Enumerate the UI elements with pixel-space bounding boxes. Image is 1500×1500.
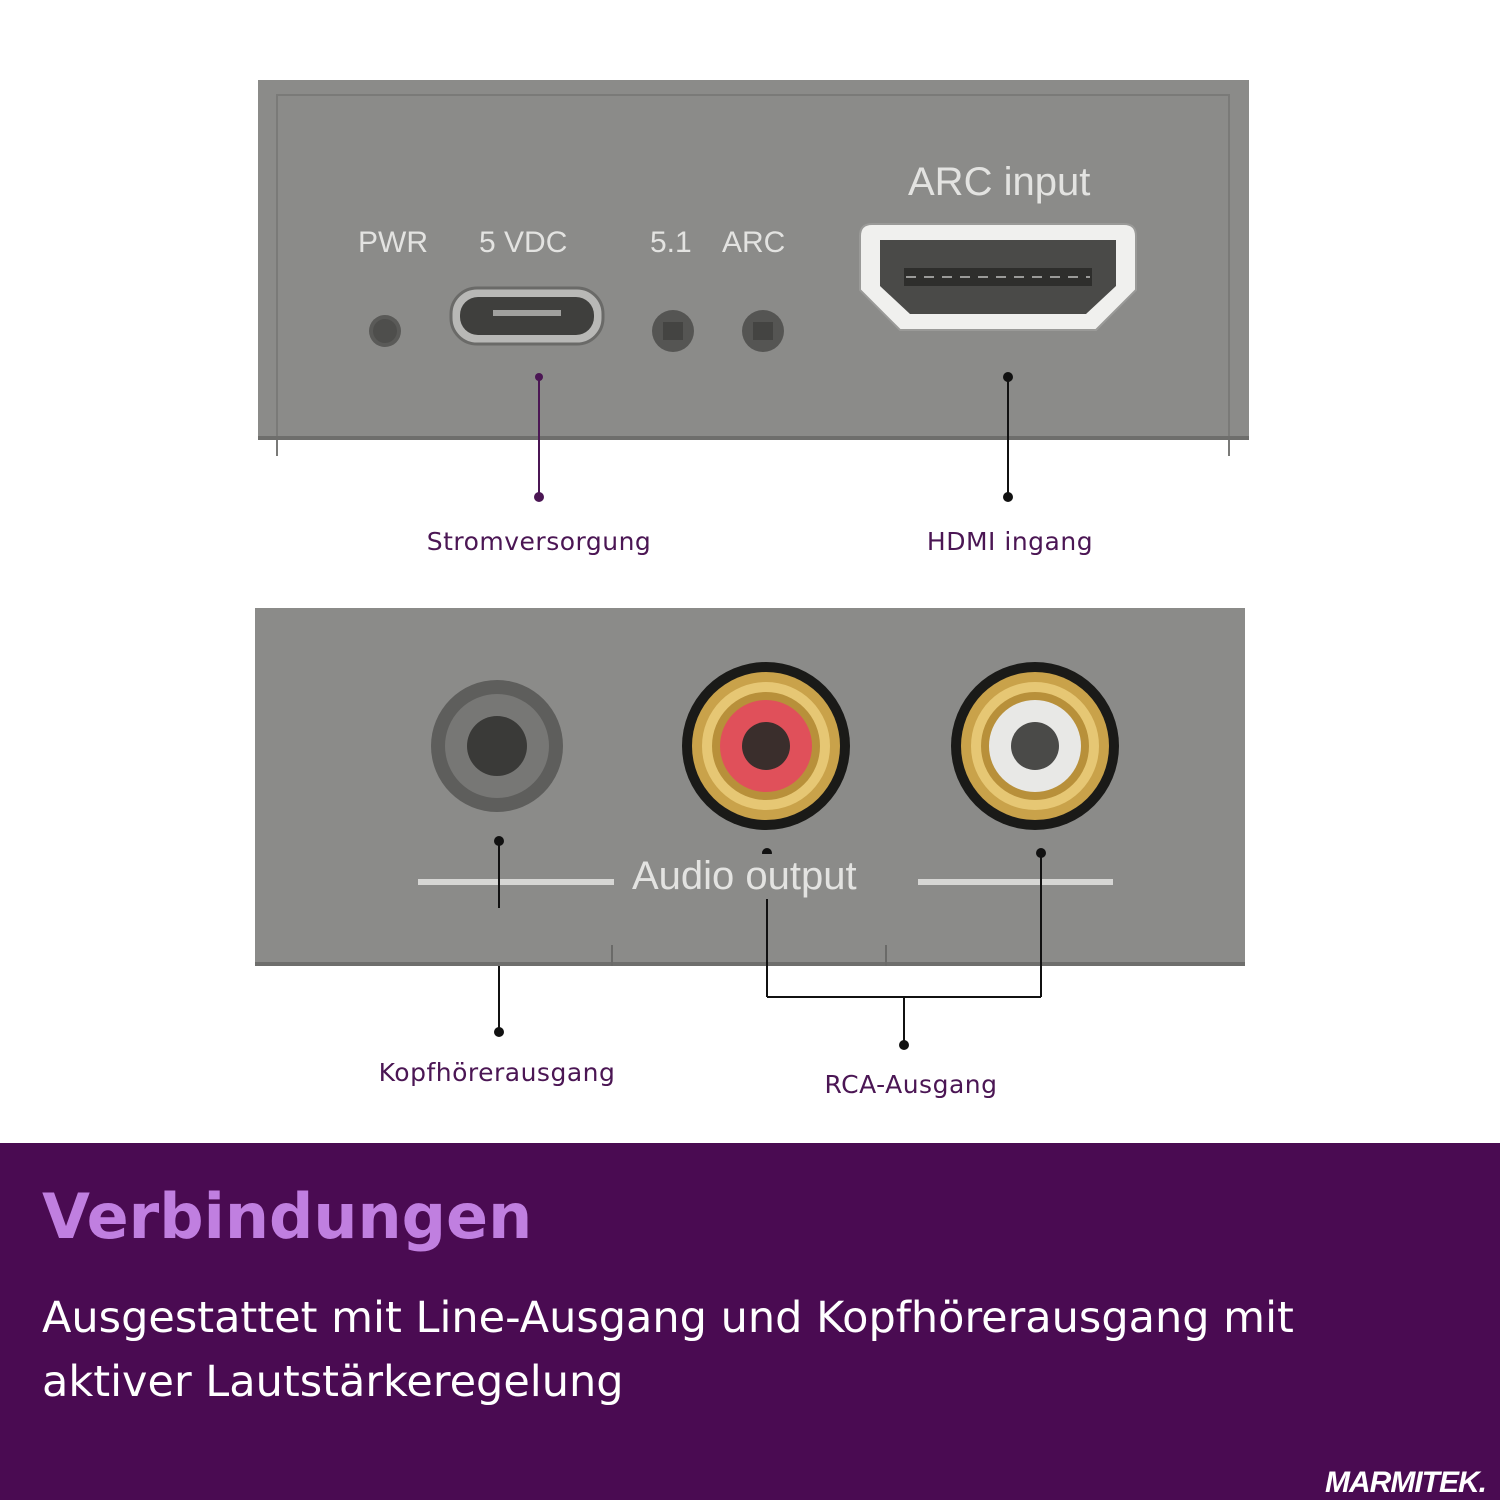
brand-logo: MARMITEK.: [1325, 1466, 1487, 1499]
vdc-label: 5 VDC: [479, 226, 568, 259]
info-banner: [0, 1143, 1500, 1500]
callout-hdmi-label: HDMI ingang: [926, 527, 1094, 556]
callout-rca-label: RCA-Ausgang: [824, 1070, 998, 1099]
pwr-led: [369, 315, 401, 347]
callout-line-power: [534, 373, 544, 502]
rca-red-jack: [682, 662, 850, 830]
arc-led: [742, 310, 784, 352]
headphone-jack: [431, 680, 563, 812]
ch51-label: 5.1: [650, 226, 692, 259]
pwr-label: PWR: [358, 226, 428, 259]
callout-power-label: Stromversorgung: [426, 527, 652, 556]
rca-white-jack: [951, 662, 1119, 830]
micro-usb-port: [449, 286, 605, 346]
ch51-led: [652, 310, 694, 352]
arc-input-label: ARC input: [908, 160, 1091, 204]
banner-description: Ausgestattet mit Line-Ausgang und Kopfhö…: [42, 1293, 1294, 1407]
hdmi-port: [859, 223, 1137, 331]
callout-line-hdmi: [1003, 372, 1013, 502]
arc-label: ARC: [722, 226, 786, 259]
panel-shadow: [258, 436, 1249, 440]
banner-title: Verbindungen: [42, 1180, 533, 1253]
panel-shadow-bottom: [255, 962, 1245, 966]
callout-headphone-label: Kopfhörerausgang: [378, 1058, 616, 1087]
audio-output-label: Audio output: [626, 854, 863, 899]
callout-line-headphone: [494, 836, 504, 1037]
panel-frame: [276, 94, 1230, 456]
